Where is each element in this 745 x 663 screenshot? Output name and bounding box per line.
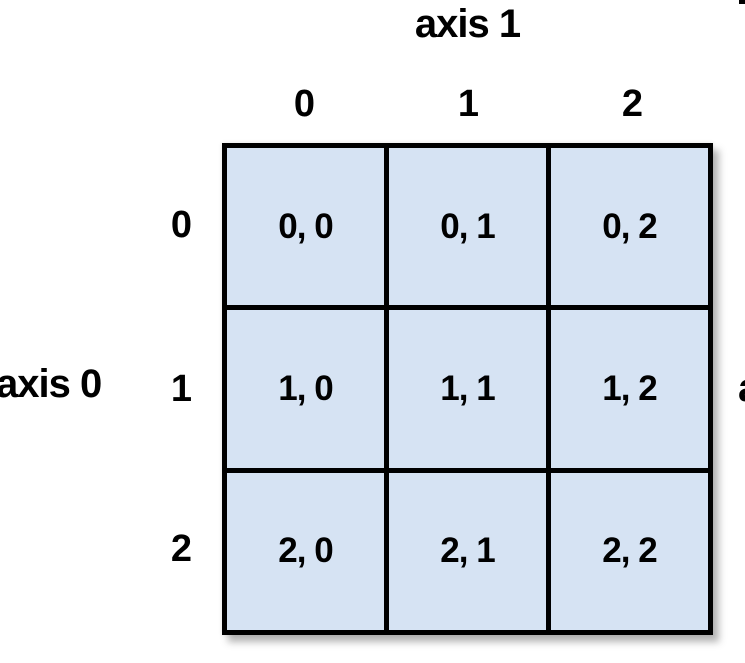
cell-0-1: 0, 1 <box>389 148 546 306</box>
clipped-glyph-fragment <box>739 0 745 4</box>
axis-1-label: axis 1 <box>414 2 521 46</box>
axis-0-label: axis 0 <box>0 362 102 406</box>
cell-1-1: 1, 1 <box>389 310 546 468</box>
cell-0-0: 0, 0 <box>227 148 384 306</box>
array-grid: 0, 0 0, 1 0, 2 1, 0 1, 1 1, 2 2, 0 2, 1 … <box>222 143 713 635</box>
cell-2-2: 2, 2 <box>551 472 708 630</box>
column-header-2: 2 <box>621 83 643 125</box>
row-header-2: 2 <box>170 528 192 570</box>
column-header-0: 0 <box>293 83 315 125</box>
cell-1-0: 1, 0 <box>227 310 384 468</box>
cell-0-2: 0, 2 <box>551 148 708 306</box>
cell-1-2: 1, 2 <box>551 310 708 468</box>
cell-2-1: 2, 1 <box>389 472 546 630</box>
row-header-0: 0 <box>170 204 192 246</box>
cell-2-0: 2, 0 <box>227 472 384 630</box>
clipped-axis-label: a <box>738 366 745 414</box>
row-header-1: 1 <box>170 368 192 410</box>
column-header-1: 1 <box>457 83 479 125</box>
